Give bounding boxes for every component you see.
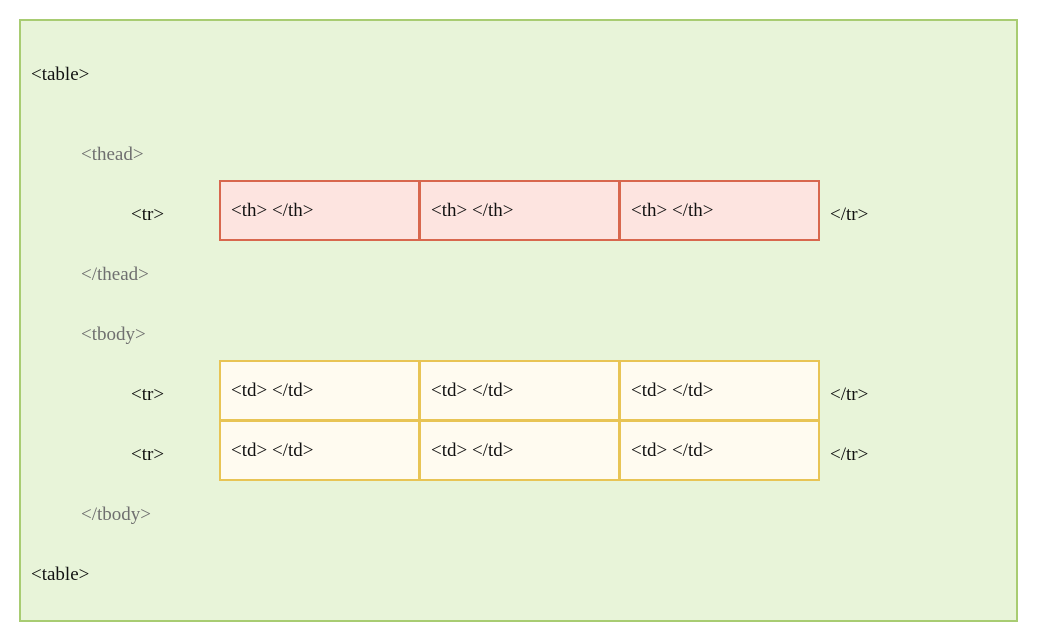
header-tr-close-tag: </tr>	[830, 204, 869, 225]
header-tr-open-tag: <tr>	[131, 204, 165, 225]
td-cell-r1-c1: <td> </td>	[219, 360, 420, 421]
body-row-1-tr-open-tag: <tr>	[131, 384, 165, 405]
th-cell-2: <th> </th>	[419, 180, 620, 241]
td-cell-r1-c2: <td> </td>	[419, 360, 620, 421]
table-open-tag: <table>	[31, 64, 90, 85]
thead-close-tag: </thead>	[81, 264, 149, 285]
th-cell-3: <th> </th>	[619, 180, 820, 241]
td-cell-r2-c1: <td> </td>	[219, 420, 420, 481]
td-cell-r2-c3: <td> </td>	[619, 420, 820, 481]
tbody-close-tag: </tbody>	[81, 504, 151, 525]
table-close-tag: <table>	[31, 564, 90, 585]
body-row-2-tr-open-tag: <tr>	[131, 444, 165, 465]
td-cell-r1-c3: <td> </td>	[619, 360, 820, 421]
body-row-2-tr-close-tag: </tr>	[830, 444, 869, 465]
table-diagram: <table> <thead> <tr> <th> </th> <th> </t…	[19, 19, 1018, 622]
td-cell-r2-c2: <td> </td>	[419, 420, 620, 481]
th-cell-1: <th> </th>	[219, 180, 420, 241]
body-row-1-tr-close-tag: </tr>	[830, 384, 869, 405]
thead-open-tag: <thead>	[81, 144, 144, 165]
tbody-open-tag: <tbody>	[81, 324, 146, 345]
